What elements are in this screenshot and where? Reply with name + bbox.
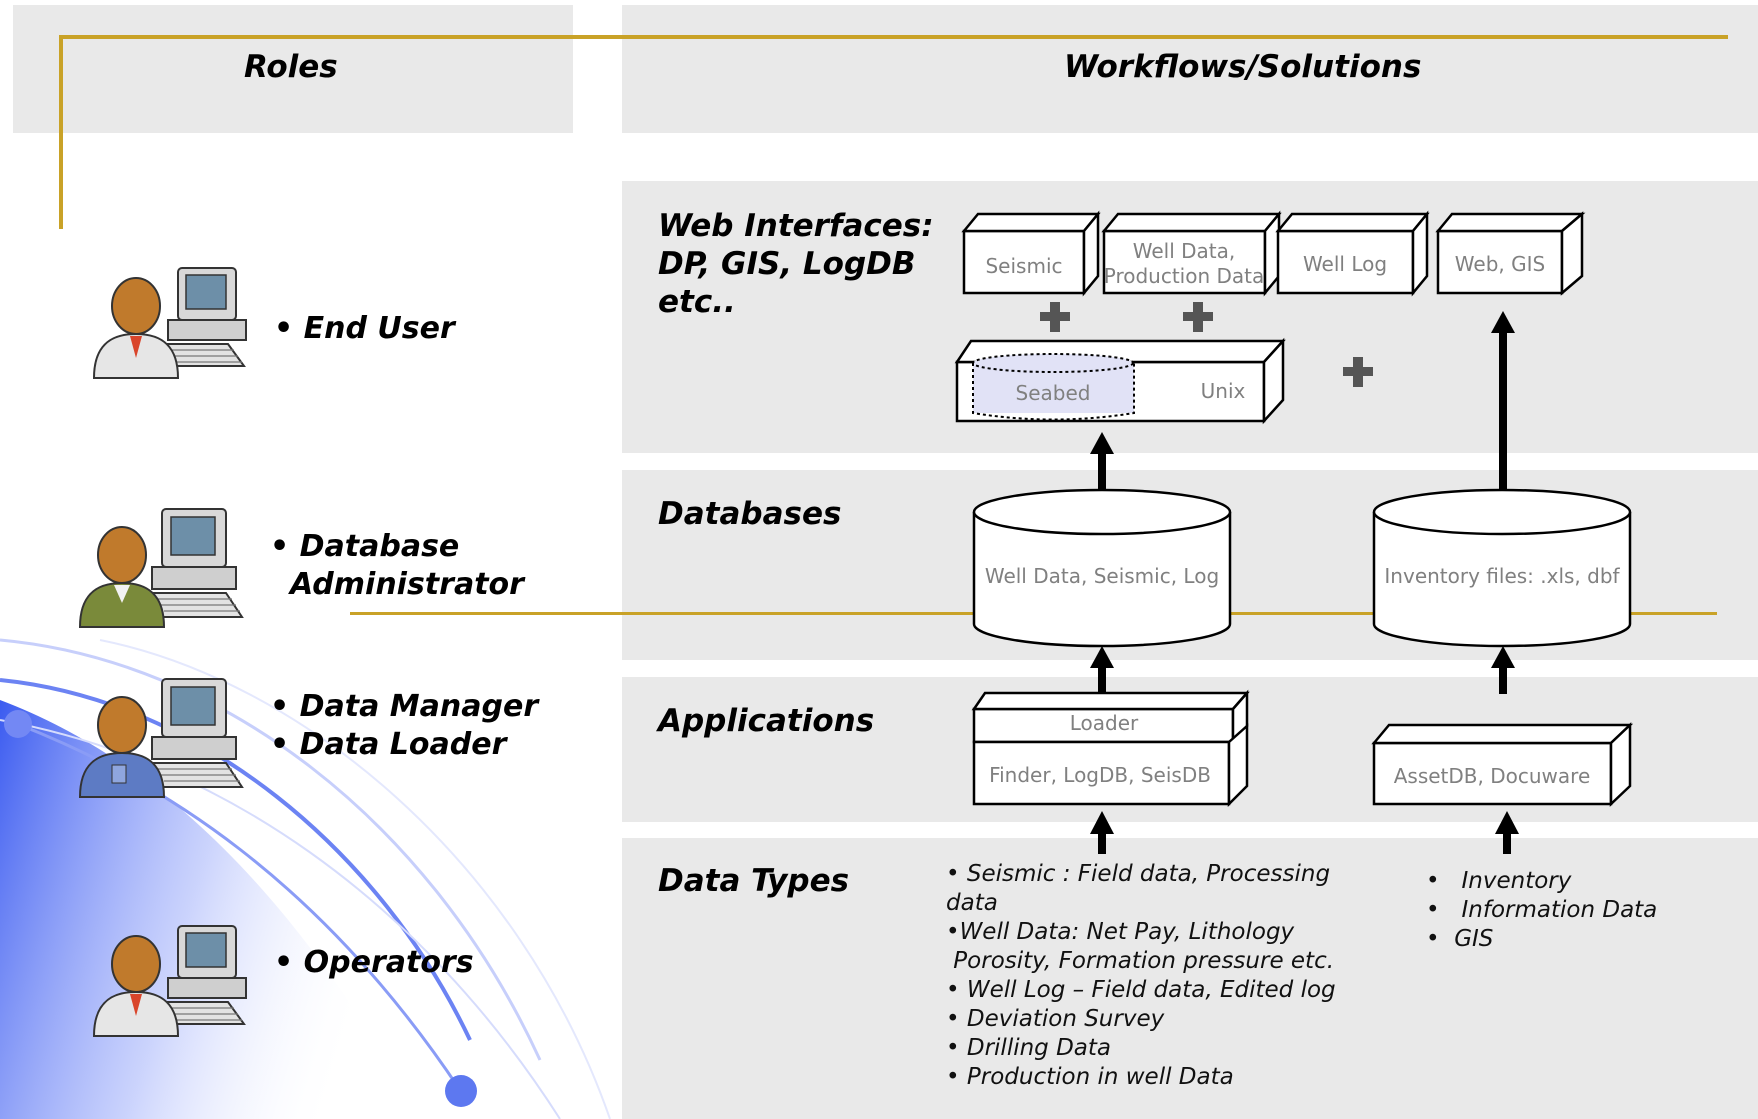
arrow-data-to-app-right	[1495, 811, 1519, 854]
end-user-computer-icon	[92, 267, 247, 379]
accent-line-top	[59, 35, 1728, 39]
workflows-header-panel	[622, 5, 1758, 133]
loader-box: Loader	[971, 689, 1250, 746]
asset-box: AssetDB, Docuware	[1371, 722, 1634, 807]
db-left-label: Well Data, Seismic, Log	[985, 564, 1219, 588]
well-data-box-label-2: Production Data	[1104, 264, 1265, 288]
database-admin-computer-icon	[78, 508, 244, 628]
datatype-layer-panel	[622, 838, 1758, 1119]
role-operators: • Operators	[274, 945, 474, 980]
plus-icon	[1183, 302, 1213, 332]
arrow-db-to-unix	[1090, 432, 1114, 510]
web-interfaces-title-line2: DP, GIS, LogDB	[658, 246, 916, 282]
seismic-box: Seismic	[961, 210, 1101, 297]
list-item: • Deviation Survey	[946, 1006, 1165, 1032]
arrow-data-to-app-left	[1090, 811, 1114, 854]
plus-icon	[1343, 357, 1373, 387]
operators-computer-icon	[92, 925, 247, 1037]
role-database-admin: • Database	[270, 529, 460, 564]
role-end-user: • End User	[274, 311, 455, 346]
db-cylinder-right: Inventory files: .xls, dbf	[1372, 488, 1632, 648]
role-database-admin-line2: Administrator	[290, 567, 524, 602]
plus-icon	[1040, 302, 1070, 332]
arrow-app-to-db-left	[1090, 646, 1114, 694]
web-interfaces-title-line3: etc..	[658, 284, 736, 320]
finder-box-label: Finder, LogDB, SeisDB	[989, 763, 1211, 787]
well-data-box: Well Data, Production Data	[1101, 210, 1282, 297]
list-item: •Well Data: Net Pay, Lithology	[946, 919, 1295, 945]
applications-title: Applications	[658, 703, 875, 739]
list-item: • Well Log – Field data, Edited log	[946, 977, 1336, 1003]
data-types-list-right: • Inventory • Information Data • GIS	[1426, 867, 1657, 954]
db-cylinder-left: Well Data, Seismic, Log	[972, 488, 1232, 648]
data-types-list-left: • Seismic : Field data, Processing data …	[946, 860, 1336, 1092]
role-data-loader: • Data Loader	[270, 727, 507, 762]
data-manager-computer-icon	[78, 678, 244, 798]
list-item: Porosity, Formation pressure etc.	[946, 948, 1335, 974]
seismic-box-label: Seismic	[985, 254, 1062, 278]
well-log-box-label: Well Log	[1303, 252, 1387, 276]
asset-box-label: AssetDB, Docuware	[1394, 764, 1591, 788]
list-item: • GIS	[1426, 926, 1494, 952]
seabed-label: Seabed	[1016, 381, 1091, 405]
workflows-header: Workflows/Solutions	[1064, 49, 1422, 85]
seabed-cylinder: Seabed	[972, 353, 1135, 421]
list-item: • Production in well Data	[946, 1064, 1234, 1090]
web-gis-box-label: Web, GIS	[1455, 252, 1545, 276]
accent-line-vertical	[59, 35, 63, 229]
well-log-box: Well Log	[1275, 210, 1430, 297]
list-item: data	[946, 890, 998, 916]
list-item: • Seismic : Field data, Processing	[946, 861, 1331, 887]
finder-box: Finder, LogDB, SeisDB	[972, 723, 1249, 808]
web-interfaces-title-line1: Web Interfaces:	[658, 208, 934, 244]
unix-box-label: Unix	[1201, 379, 1246, 403]
list-item: • Information Data	[1426, 897, 1658, 923]
db-right-label: Inventory files: .xls, dbf	[1384, 564, 1620, 588]
arrow-db-to-web-gis	[1491, 311, 1515, 500]
loader-box-label: Loader	[1070, 711, 1139, 735]
arrow-app-to-db-right	[1491, 646, 1515, 694]
databases-title: Databases	[658, 496, 842, 532]
list-item: • Inventory	[1426, 868, 1572, 894]
roles-header-panel	[13, 5, 573, 133]
data-types-title: Data Types	[658, 863, 850, 899]
role-data-manager: • Data Manager	[270, 689, 539, 724]
well-data-box-label-1: Well Data,	[1133, 239, 1236, 263]
list-item: • Drilling Data	[946, 1035, 1112, 1061]
roles-header: Roles	[244, 49, 338, 85]
web-gis-box: Web, GIS	[1435, 211, 1586, 296]
